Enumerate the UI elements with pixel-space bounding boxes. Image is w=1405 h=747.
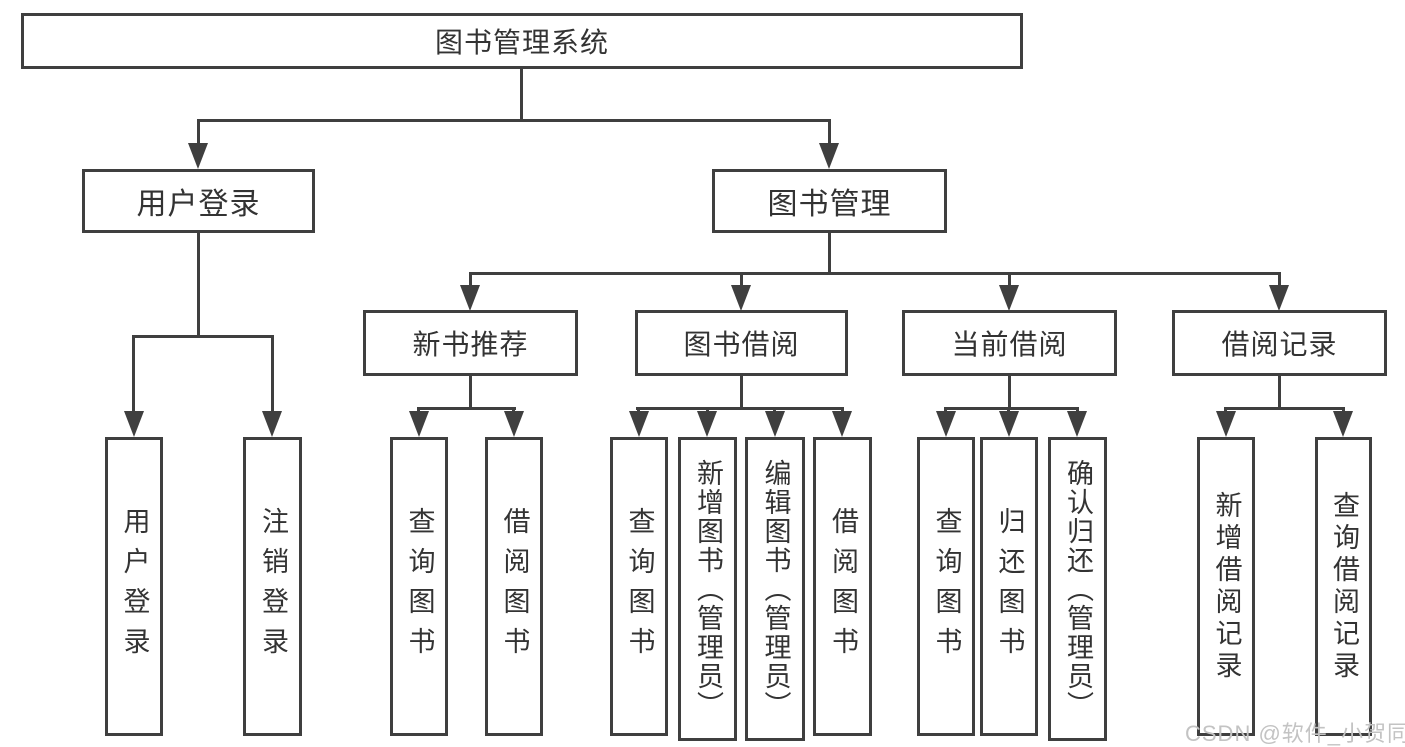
- connector-stem-leaf: [944, 407, 947, 414]
- arrowhead-down-icon: [832, 411, 852, 437]
- connector-book-borrow-horizontal: [636, 407, 844, 410]
- connector-borrow-records-vertical: [1278, 376, 1281, 409]
- leaf-borrow-books-recommend: 借阅图书: [485, 437, 543, 736]
- arrowhead-down-icon: [697, 411, 717, 437]
- connector-book-borrow-vertical: [740, 376, 743, 409]
- node-borrowing-records: 借阅记录: [1172, 310, 1387, 376]
- leaf-add-books-admin: 新增图书（管理员）: [678, 437, 737, 741]
- arrowhead-down-icon: [1216, 411, 1236, 437]
- node-label: 当前借阅: [951, 329, 1068, 360]
- arrowhead-down-icon: [188, 143, 208, 169]
- leaf-logout: 注销登录: [243, 437, 302, 736]
- leaf-query-books-current: 查询图书: [917, 437, 975, 736]
- leaf-query-books-recommend: 查询图书: [390, 437, 448, 736]
- leaf-query-books-borrowing: 查询图书: [610, 437, 668, 736]
- leaf-edit-books-admin: 编辑图书（管理员）: [745, 437, 805, 741]
- node-label: 确认归还（管理员）: [1063, 458, 1093, 720]
- leaf-user-login: 用户登录: [105, 437, 163, 736]
- connector-stem-leaf: [417, 407, 420, 414]
- connector-stem-leaf: [1224, 407, 1227, 414]
- csdn-watermark: CSDN @软件_小贺同学: [1185, 721, 1405, 746]
- leaf-confirm-return-admin: 确认归还（管理员）: [1048, 437, 1107, 741]
- connector-stem-current-borrow: [1008, 272, 1011, 287]
- connector-stem-leaf: [637, 407, 640, 414]
- connector-stem-leaf: [1342, 407, 1345, 414]
- connector-stem-leaf: [512, 407, 515, 414]
- node-new-book-recommend: 新书推荐: [363, 310, 578, 376]
- connector-stem-borrow-records: [1278, 272, 1281, 287]
- node-label: 查询图书: [931, 506, 962, 667]
- node-current-borrowing: 当前借阅: [902, 310, 1117, 376]
- arrowhead-down-icon: [999, 285, 1019, 311]
- arrowhead-down-icon: [765, 411, 785, 437]
- arrowhead-down-icon: [1333, 411, 1353, 437]
- connector-new-book-horizontal: [417, 407, 516, 410]
- connector-stem-leaf: [1007, 407, 1010, 414]
- arrowhead-down-icon: [629, 411, 649, 437]
- node-label: 归还图书: [994, 506, 1025, 667]
- connector-borrow-records-horizontal: [1224, 407, 1345, 410]
- arrowhead-down-icon: [731, 285, 751, 311]
- node-label: 借阅记录: [1221, 329, 1338, 360]
- node-label: 借阅图书: [499, 506, 530, 667]
- node-user-login: 用户登录: [82, 169, 315, 233]
- arrowhead-down-icon: [262, 411, 282, 437]
- node-label: 图书借阅: [683, 329, 800, 360]
- node-label: 注销登录: [258, 506, 288, 667]
- node-label: 新增借阅记录: [1211, 490, 1242, 683]
- node-label: 借阅图书: [828, 506, 858, 667]
- node-label: 图书管理: [767, 188, 892, 221]
- connector-stem-new-book: [469, 272, 472, 287]
- node-book-borrowing: 图书借阅: [635, 310, 848, 376]
- connector-current-borrow-vertical: [1008, 376, 1011, 409]
- connector-stem-leaf: [1076, 407, 1079, 414]
- connector-book-management-vertical: [828, 233, 831, 274]
- arrowhead-down-icon: [936, 411, 956, 437]
- connector-level1-horizontal: [197, 119, 831, 122]
- node-library-management-system: 图书管理系统: [21, 13, 1023, 69]
- leaf-return-books: 归还图书: [980, 437, 1038, 736]
- connector-stem-leaf: [706, 407, 709, 414]
- leaf-add-borrow-record: 新增借阅记录: [1197, 437, 1255, 736]
- connector-user-login-horizontal: [132, 335, 274, 338]
- connector-user-login-vertical: [197, 233, 200, 337]
- node-label: 查询借阅记录: [1329, 490, 1359, 683]
- connector-stem-leaf: [271, 335, 274, 413]
- arrowhead-down-icon: [1067, 411, 1087, 437]
- arrowhead-down-icon: [409, 411, 429, 437]
- connector-new-book-vertical: [469, 376, 472, 409]
- connector-stem-leaf: [773, 407, 776, 414]
- connector-level2-horizontal: [469, 272, 1281, 275]
- node-label: 用户登录: [136, 188, 261, 221]
- node-book-management: 图书管理: [712, 169, 947, 233]
- connector-stem-leaf: [132, 335, 135, 413]
- arrowhead-down-icon: [460, 285, 480, 311]
- node-label: 图书管理系统: [434, 27, 609, 58]
- arrowhead-down-icon: [819, 143, 839, 169]
- connector-stem-leaf: [841, 407, 844, 414]
- node-label: 用户登录: [119, 506, 150, 667]
- leaf-query-borrow-record: 查询借阅记录: [1315, 437, 1372, 736]
- node-label: 新书推荐: [412, 329, 529, 360]
- arrowhead-down-icon: [999, 411, 1019, 437]
- connector-root-vertical: [520, 69, 523, 122]
- connector-stem-user-login: [197, 119, 200, 145]
- arrowhead-down-icon: [124, 411, 144, 437]
- connector-current-borrow-horizontal: [944, 407, 1079, 410]
- connector-stem-book-management: [828, 119, 831, 145]
- arrowhead-down-icon: [504, 411, 524, 437]
- connector-stem-book-borrow: [740, 272, 743, 287]
- node-label: 查询图书: [624, 506, 655, 667]
- node-label: 新增图书（管理员）: [693, 458, 723, 720]
- leaf-borrow-books: 借阅图书: [813, 437, 872, 736]
- arrowhead-down-icon: [1269, 285, 1289, 311]
- node-label: 编辑图书（管理员）: [760, 458, 791, 720]
- node-label: 查询图书: [404, 506, 435, 667]
